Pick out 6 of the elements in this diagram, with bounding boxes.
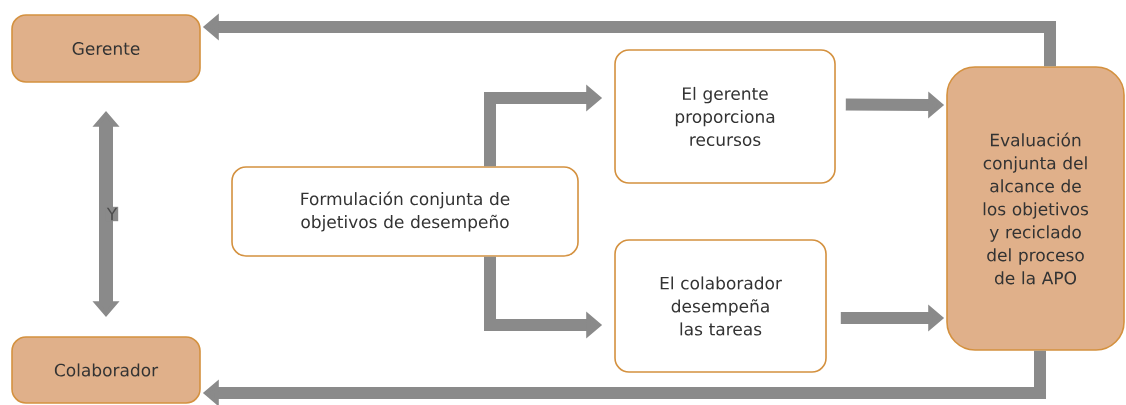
process-box: Gerente — [11, 14, 201, 83]
process-box: Colaborador — [11, 336, 201, 404]
process-box: Formulación conjunta de objetivos de desempeño — [231, 166, 579, 257]
process-box: El colaborador desempeña las tareas — [614, 239, 827, 373]
process-box: El gerente proporciona recursos — [614, 49, 836, 184]
process-box: Evaluación conjunta del alcance de los objetivos y reciclado del proceso de la APO — [946, 66, 1125, 351]
